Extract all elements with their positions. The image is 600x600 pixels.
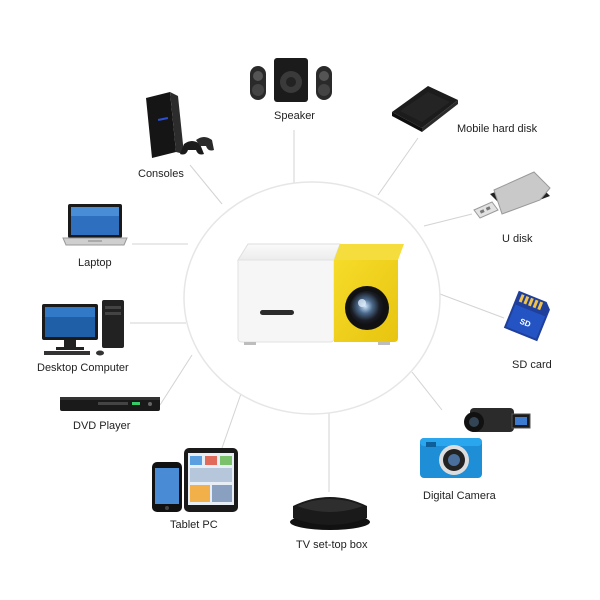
mini-projector <box>228 238 406 348</box>
label-laptop: Laptop <box>78 257 112 269</box>
tablet-icon <box>150 446 242 514</box>
label-mobile-hard-disk: Mobile hard disk <box>457 123 538 135</box>
hard-disk-icon <box>388 82 462 134</box>
usb-drive-icon <box>468 166 554 224</box>
label-digital-camera: Digital Camera <box>423 490 496 502</box>
label-tablet-pc: Tablet PC <box>170 519 218 531</box>
label-u-disk: U disk <box>502 233 533 245</box>
dvd-player-icon <box>58 394 162 414</box>
label-speaker: Speaker <box>274 110 315 122</box>
sd-card-icon: SD <box>500 290 556 342</box>
svg-text:SD: SD <box>518 317 532 330</box>
label-desktop-computer: Desktop Computer <box>37 362 129 374</box>
label-sd-card: SD card <box>512 359 552 371</box>
laptop-icon <box>62 202 128 248</box>
label-consoles: Consoles <box>138 168 184 180</box>
camera-icon <box>418 402 534 482</box>
desktop-computer-icon <box>40 298 132 356</box>
game-console-icon <box>140 88 216 160</box>
label-dvd-player: DVD Player <box>73 420 131 432</box>
set-top-box-icon <box>287 492 373 532</box>
speaker-icon <box>246 56 338 106</box>
label-tv-set-top-box: TV set-top box <box>296 539 368 551</box>
